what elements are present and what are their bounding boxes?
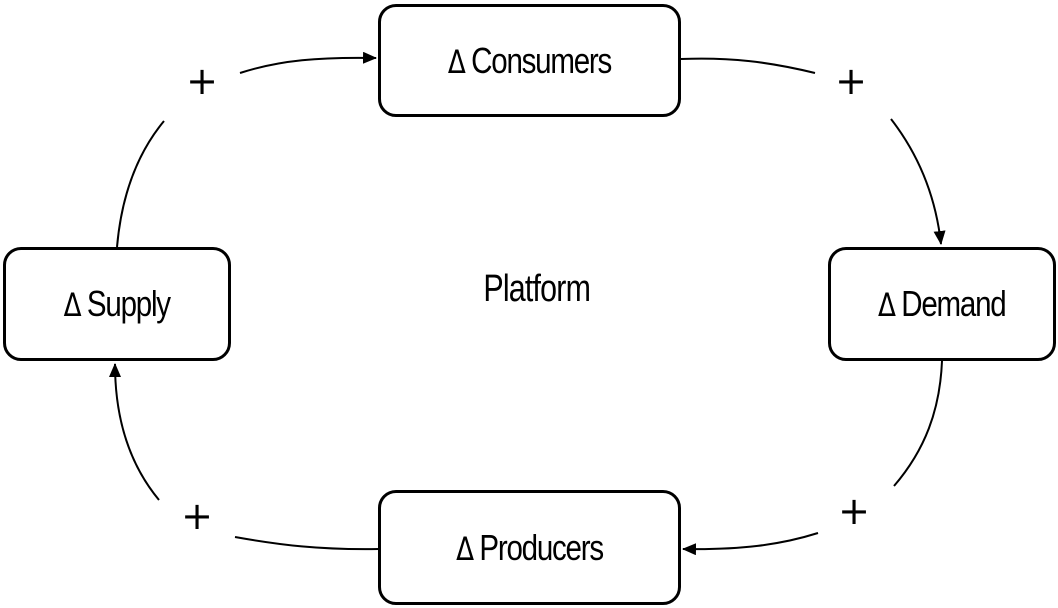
edge-demand-to-producers-lower — [682, 532, 819, 556]
polarity-consumers-to-demand: + — [835, 59, 867, 103]
node-producers-text: Producers — [479, 526, 604, 568]
edge-producers-to-supply-upper — [109, 363, 160, 501]
polarity-demand-to-producers: + — [838, 489, 870, 533]
delta-icon: Δ — [63, 286, 82, 324]
center-label-platform: Platform — [483, 268, 591, 310]
delta-icon: Δ — [447, 42, 466, 81]
polarity-producers-to-supply: + — [181, 494, 213, 538]
edge-supply-to-consumers-upper — [239, 51, 377, 74]
edge-supply-to-consumers-lower — [116, 120, 165, 248]
node-demand-text: Demand — [901, 283, 1007, 324]
edge-consumers-to-demand-lower — [890, 118, 946, 245]
node-supply-text: Supply — [87, 283, 171, 324]
edge-demand-to-producers-upper — [893, 360, 943, 487]
delta-icon: Δ — [878, 286, 896, 324]
delta-icon: Δ — [456, 529, 474, 568]
edge-consumers-to-demand-upper — [680, 57, 816, 74]
polarity-supply-to-consumers: + — [186, 59, 218, 103]
node-consumers-text: Consumers — [471, 39, 612, 81]
edge-producers-to-supply-lower — [234, 536, 380, 551]
